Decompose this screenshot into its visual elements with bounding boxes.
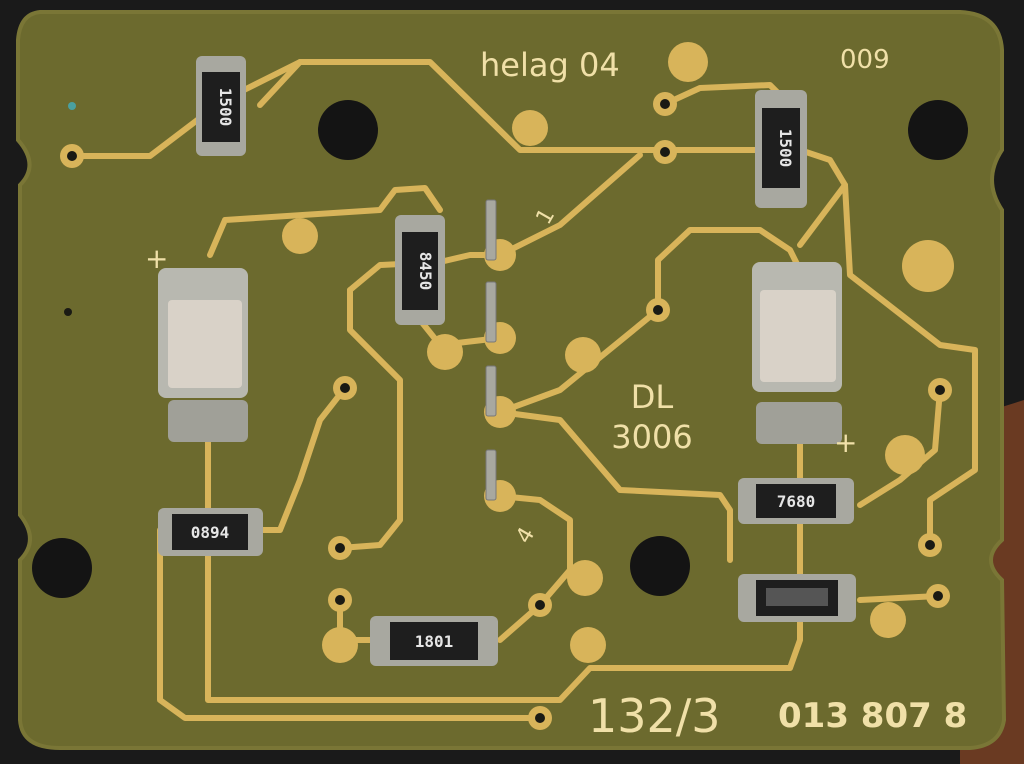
resistor-r3: 8450 (395, 215, 445, 325)
resistor-r4-code: 0894 (191, 523, 230, 542)
resistor-r4: 0894 (158, 508, 263, 556)
pad-holes (64, 99, 945, 723)
board-number-label: 009 (840, 45, 890, 75)
part-number-label: 132/3 (588, 689, 721, 743)
resistor-r2: 1500 (755, 90, 807, 208)
resistor-r5-code: 7680 (777, 492, 816, 511)
copper-traces (69, 59, 978, 721)
mounting-holes (32, 100, 968, 598)
maker-label: helag 04 (480, 46, 620, 84)
plus-right-label: + (834, 426, 857, 459)
resistor-r6 (738, 574, 856, 622)
component-right (752, 262, 842, 444)
resistor-r5: 7680 (738, 478, 854, 524)
part-label-line2: 3006 (611, 418, 692, 456)
component-left (158, 268, 248, 442)
part-label-line1: DL (631, 378, 674, 416)
resistor-r1-code: 1500 (216, 88, 235, 127)
resistor-r6-code: 1801 (415, 632, 454, 651)
resistor-r3-code: 8450 (416, 252, 435, 291)
resistor-r1: 1500 (196, 56, 246, 156)
serial-label: 013 807 8 (778, 696, 967, 736)
header-pins (485, 199, 497, 501)
plus-left-label: + (145, 242, 168, 275)
resistor-r7: 1801 (370, 616, 498, 666)
resistor-r2-code: 1500 (776, 129, 795, 168)
